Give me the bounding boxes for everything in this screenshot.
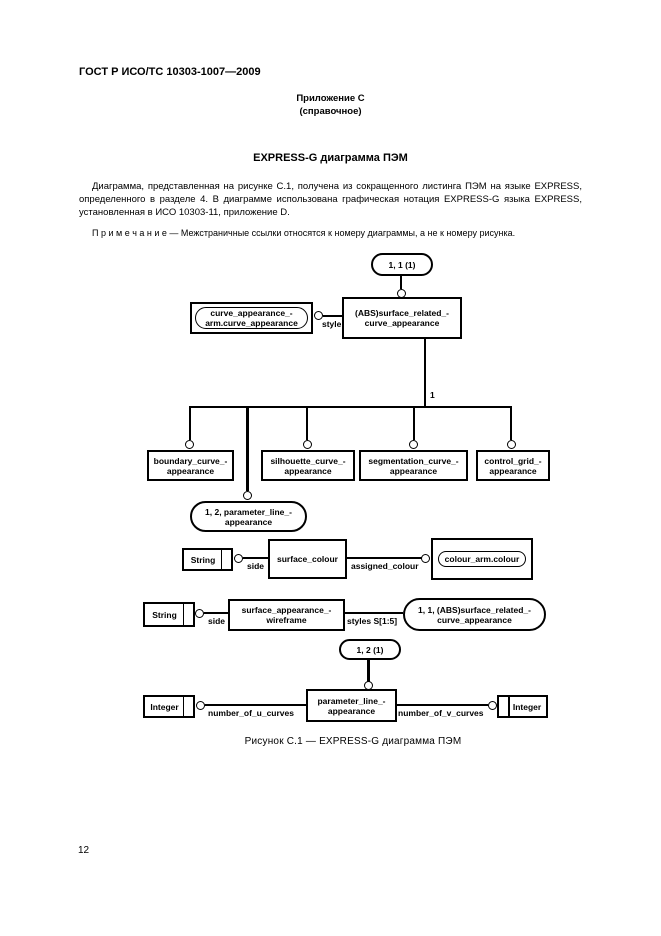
type-box-divider bbox=[508, 697, 510, 716]
node-label-line: curve_appearance_- bbox=[210, 308, 293, 318]
node-label-line: 1, 1, (ABS)surface_related_- bbox=[418, 604, 531, 615]
segmentation-curve-appearance-entity: segmentation_curve_- appearance bbox=[359, 450, 468, 481]
page-ref-oval-12: 1, 2 (1) bbox=[339, 639, 401, 660]
node-label-line: colour_arm.colour bbox=[444, 554, 520, 564]
connector-line bbox=[306, 408, 308, 440]
surface-related-page-ref-oval: 1, 1, (ABS)surface_related_- curve_appea… bbox=[403, 598, 546, 631]
type-box-divider bbox=[182, 697, 184, 716]
node-label-line: curve_appearance bbox=[437, 614, 512, 625]
node-label-line: segmentation_curve_- bbox=[368, 455, 459, 466]
relation-circle bbox=[303, 440, 312, 449]
relation-circle bbox=[488, 701, 497, 710]
connector-line bbox=[424, 339, 426, 407]
connector-line bbox=[367, 660, 370, 682]
doc-standard-number: ГОСТ Р ИСО/ТС 10303-1007—2009 bbox=[79, 66, 261, 78]
node-label-line: String bbox=[190, 554, 216, 565]
silhouette-curve-appearance-entity: silhouette_curve_- appearance bbox=[261, 450, 355, 481]
connector-line bbox=[347, 557, 422, 559]
node-label-line: appearance bbox=[327, 705, 376, 716]
page-ref-label: 1, 1 (1) bbox=[388, 259, 416, 270]
parameter-line-appearance-entity: parameter_line_- appearance bbox=[306, 689, 397, 722]
edge-label-side: side bbox=[208, 616, 226, 626]
cardinality-label: 1 bbox=[430, 390, 435, 400]
node-label-line: appearance bbox=[284, 465, 332, 476]
string-type-box: String bbox=[143, 602, 195, 627]
node-label-line: control_grid_- bbox=[484, 455, 542, 466]
node-label-line: curve_appearance bbox=[364, 318, 440, 328]
node-label-line: appearance bbox=[489, 465, 537, 476]
param-line-page-ref-oval: 1, 2, parameter_line_- appearance bbox=[190, 501, 307, 532]
edge-label-style: style bbox=[322, 319, 342, 329]
edge-label-side: side bbox=[247, 561, 265, 571]
node-label-line: wireframe bbox=[266, 615, 307, 625]
abs-surface-related-entity: (ABS)surface_related_- curve_appearance bbox=[342, 297, 462, 339]
page-ref-oval-top: 1, 1 (1) bbox=[371, 253, 433, 276]
relation-circle bbox=[507, 440, 516, 449]
node-label-line: boundary_curve_- bbox=[153, 455, 228, 466]
relation-circle bbox=[196, 701, 205, 710]
connector-line bbox=[189, 408, 191, 440]
node-label-line: arm.curve_appearance bbox=[205, 318, 298, 328]
integer-type-box: Integer bbox=[497, 695, 548, 718]
figure-caption: Рисунок С.1 — EXPRESS-G диаграмма ПЭМ bbox=[244, 736, 462, 747]
page-number: 12 bbox=[78, 845, 90, 856]
node-label-line: Integer bbox=[512, 701, 542, 712]
relation-circle bbox=[195, 609, 204, 618]
relation-circle bbox=[185, 440, 194, 449]
connector-line bbox=[204, 612, 228, 614]
surface-colour-entity: surface_colour bbox=[268, 539, 347, 579]
annex-title: Приложение С bbox=[296, 93, 365, 104]
intro-paragraph: Диаграмма, представленная на рисунке С.1… bbox=[79, 181, 582, 218]
annex-subtitle: (справочное) bbox=[299, 106, 362, 117]
connector-line bbox=[243, 557, 268, 559]
boundary-curve-appearance-entity: boundary_curve_- appearance bbox=[147, 450, 234, 481]
node-label-line: appearance bbox=[224, 516, 273, 527]
relation-circle bbox=[234, 554, 243, 563]
arm-curve-appearance-inner: curve_appearance_- arm.curve_appearance bbox=[195, 307, 308, 329]
node-label-line: (ABS)surface_related_- bbox=[354, 308, 449, 318]
node-label-line: silhouette_curve_- bbox=[270, 455, 346, 466]
connector-line bbox=[323, 315, 343, 317]
note-paragraph: П р и м е ч а н и е — Межстраничные ссыл… bbox=[92, 228, 516, 238]
string-type-box: String bbox=[182, 548, 233, 571]
control-grid-appearance-entity: control_grid_- appearance bbox=[476, 450, 550, 481]
edge-label-number-of-u-curves: number_of_u_curves bbox=[208, 708, 294, 718]
type-box-divider bbox=[182, 604, 184, 625]
node-label-line: appearance bbox=[389, 465, 438, 476]
edge-label-number-of-v-curves: number_of_v_curves bbox=[398, 708, 484, 718]
relation-circle bbox=[421, 554, 430, 563]
node-label-line: 1, 2, parameter_line_- bbox=[205, 506, 292, 517]
connector-line bbox=[345, 612, 403, 614]
edge-label-styles: styles S[1:5] bbox=[347, 616, 398, 626]
colour-arm-colour-box: colour_arm.colour bbox=[431, 538, 533, 580]
connector-line bbox=[397, 704, 488, 706]
relation-circle bbox=[243, 491, 252, 500]
node-label-line: appearance bbox=[166, 465, 215, 476]
surface-appearance-wireframe-entity: surface_appearance_- wireframe bbox=[228, 599, 345, 631]
connector-line bbox=[413, 408, 415, 440]
relation-circle bbox=[314, 311, 323, 320]
node-label-line: Integer bbox=[150, 701, 179, 712]
node-label-line: surface_colour bbox=[277, 554, 338, 564]
section-title: EXPRESS-G диаграмма ПЭМ bbox=[253, 152, 408, 164]
connector-line bbox=[189, 406, 512, 408]
connector-line bbox=[205, 704, 306, 706]
edge-label-assigned-colour: assigned_colour bbox=[351, 561, 419, 571]
arm-curve-appearance-box: curve_appearance_- arm.curve_appearance bbox=[190, 302, 313, 334]
connector-line bbox=[400, 276, 402, 289]
type-box-divider bbox=[220, 550, 222, 569]
colour-arm-colour-inner: colour_arm.colour bbox=[438, 551, 526, 567]
connector-line bbox=[510, 408, 512, 440]
node-label-line: surface_appearance_- bbox=[241, 605, 332, 615]
node-label-line: String bbox=[152, 609, 177, 620]
node-label-line: 1, 2 (1) bbox=[356, 644, 384, 655]
node-label-line: parameter_line_- bbox=[317, 695, 386, 706]
integer-type-box: Integer bbox=[143, 695, 195, 718]
relation-circle bbox=[409, 440, 418, 449]
connector-line bbox=[246, 408, 249, 491]
